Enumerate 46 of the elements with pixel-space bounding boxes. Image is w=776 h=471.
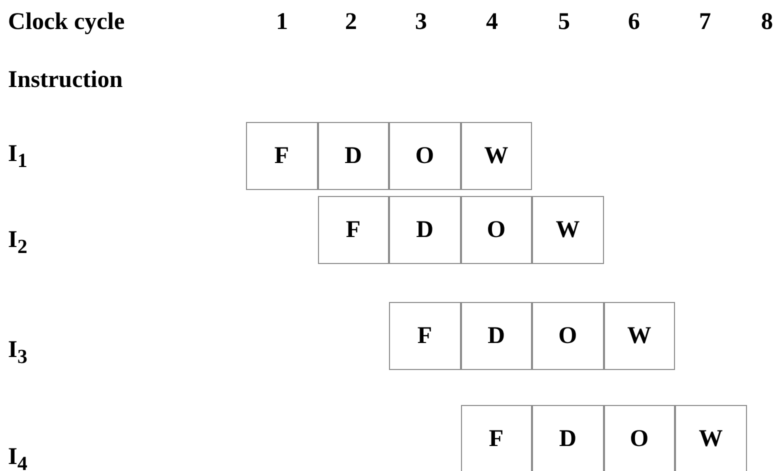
stage-letter: D xyxy=(344,142,362,170)
stage-letter: F xyxy=(488,425,504,453)
stage-letter: W xyxy=(484,142,508,170)
stage-letter: W xyxy=(556,216,580,244)
stage-cell xyxy=(675,405,746,471)
stage-cell xyxy=(532,405,604,471)
stage-letter: O xyxy=(630,425,649,453)
stage-cell xyxy=(460,302,532,370)
instruction-label: I$_{1}$ xyxy=(8,140,28,174)
stage-cell xyxy=(318,122,389,190)
stage-letter: D xyxy=(559,425,576,453)
stage-cell xyxy=(460,122,532,190)
instruction-label: I$_{4}$ xyxy=(8,443,28,471)
cycle-number: 7 xyxy=(699,8,711,36)
stage-cell xyxy=(318,196,389,264)
stage-letter: W xyxy=(627,322,652,350)
stage-cell xyxy=(604,405,675,471)
stage-letter: F xyxy=(346,216,361,244)
stage-cell xyxy=(532,196,604,264)
cycle-number: 1 xyxy=(276,8,288,36)
stage-cell xyxy=(460,405,532,471)
cycle-number: 5 xyxy=(558,8,570,36)
stage-cell xyxy=(604,302,675,370)
stage-letter: D xyxy=(416,216,434,244)
instruction-label: I$_{3}$ xyxy=(8,336,28,370)
instruction-label: I$_{2}$ xyxy=(8,226,28,260)
stage-cell xyxy=(532,302,604,370)
stage-letter: O xyxy=(486,216,506,244)
cycle-number: 4 xyxy=(486,8,498,36)
stage-letter: W xyxy=(698,425,723,453)
column-heading: Instruction xyxy=(8,66,123,94)
stage-cell xyxy=(460,196,532,264)
stage-letter: O xyxy=(415,142,434,170)
column-heading: Clock cycle xyxy=(8,8,125,36)
stage-letter: O xyxy=(558,322,578,350)
cycle-number: 2 xyxy=(345,8,357,36)
stage-letter: F xyxy=(417,322,432,350)
stage-cell xyxy=(246,122,318,190)
cycle-number: 3 xyxy=(415,8,427,36)
cycle-number: 8 xyxy=(761,8,773,36)
cycle-number: 6 xyxy=(628,8,640,36)
stage-cell xyxy=(389,196,460,264)
stage-cell xyxy=(389,302,460,370)
stage-cell xyxy=(389,122,460,190)
stage-letter: F xyxy=(274,142,290,170)
stage-letter: D xyxy=(488,322,505,350)
